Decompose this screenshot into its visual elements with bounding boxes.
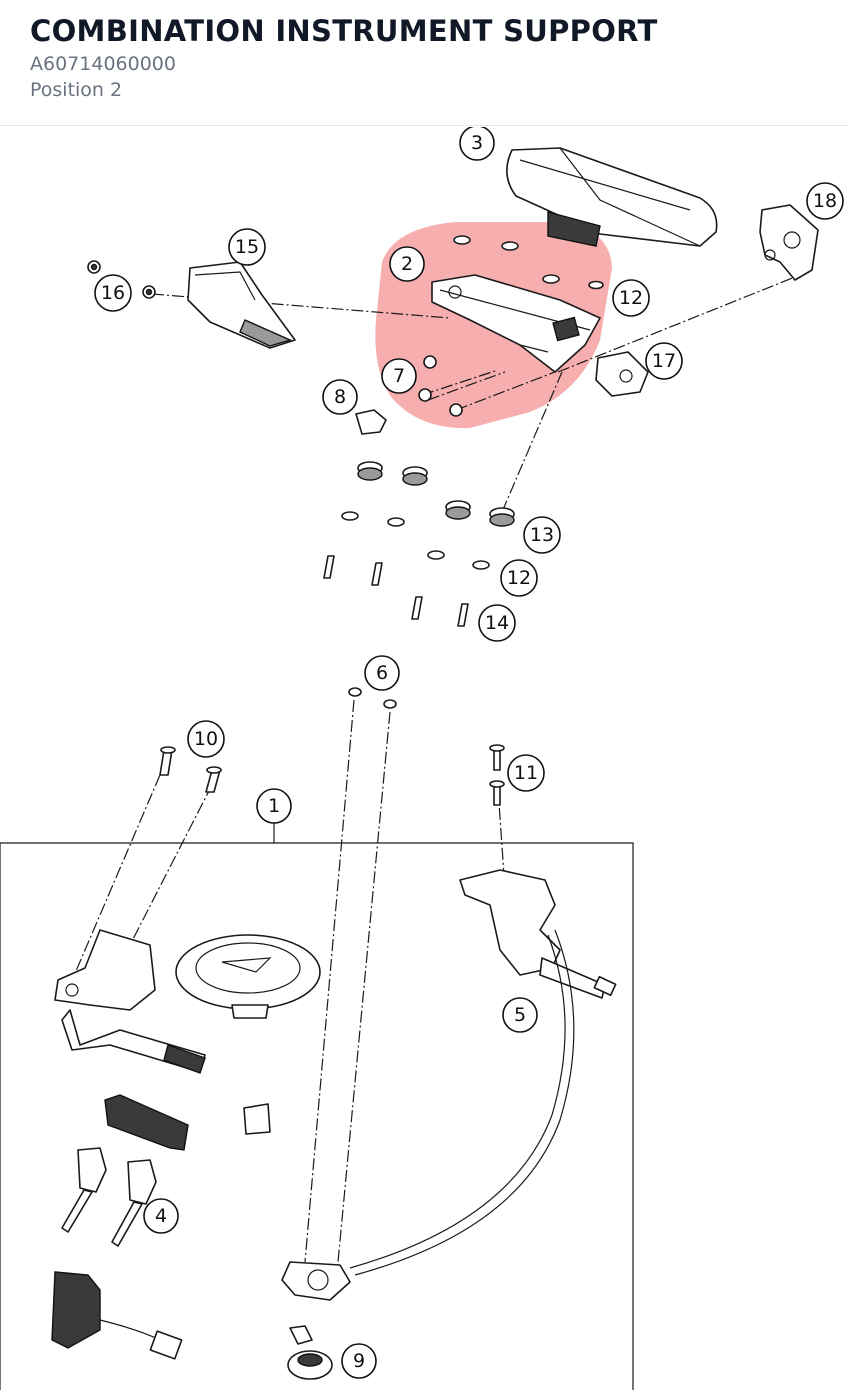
callout-6[interactable]: 6	[364, 655, 400, 691]
svg-text:14: 14	[485, 612, 509, 634]
connector-17-part[interactable]	[595, 351, 649, 397]
instrument-cluster-part[interactable]	[506, 147, 718, 247]
callout-16[interactable]: 16	[94, 274, 132, 312]
leader-lines	[69, 274, 801, 1263]
key-4-part[interactable]	[61, 1147, 157, 1247]
svg-text:13: 13	[530, 524, 554, 546]
position-label: Position 2	[30, 79, 123, 101]
callout-8[interactable]: 8	[322, 379, 358, 415]
callout-7[interactable]: 7	[381, 358, 417, 394]
callout-17[interactable]: 17	[645, 342, 683, 380]
svg-text:6: 6	[376, 662, 388, 684]
callout-11[interactable]: 11	[507, 754, 545, 792]
callout-4[interactable]: 4	[143, 1198, 179, 1234]
callout-14[interactable]: 14	[478, 604, 516, 642]
callout-13[interactable]: 13	[523, 516, 561, 554]
lock-9-part[interactable]	[287, 1325, 333, 1380]
svg-text:5: 5	[514, 1004, 526, 1026]
grommet-13-part[interactable]	[357, 461, 515, 527]
callout-15[interactable]: 15	[228, 228, 266, 266]
svg-text:15: 15	[235, 236, 259, 258]
exploded-parts-diagram: 1 2 3 4 5 6 7 8 9 10 11 12 12 13 14 15 1…	[0, 127, 844, 1390]
svg-text:10: 10	[194, 728, 218, 750]
callout-12b[interactable]: 12	[500, 559, 538, 597]
bolt-10-part[interactable]	[159, 746, 222, 793]
transponder-module-part[interactable]	[51, 1271, 183, 1360]
svg-text:16: 16	[101, 282, 125, 304]
pin-14-part[interactable]	[323, 555, 469, 627]
right-bracket-part[interactable]	[759, 204, 819, 281]
cover-part[interactable]	[187, 261, 296, 349]
svg-text:3: 3	[471, 132, 483, 154]
lock-set-frame	[0, 842, 634, 1390]
support-bracket-part[interactable]	[431, 235, 604, 373]
ignition-lock-part[interactable]	[54, 929, 206, 1074]
callout-10[interactable]: 10	[187, 720, 225, 758]
key-blank-part[interactable]	[104, 1094, 271, 1151]
page-header: COMBINATION INSTRUMENT SUPPORT A60714060…	[0, 0, 848, 126]
callout-12a[interactable]: 12	[612, 279, 650, 317]
svg-text:12: 12	[507, 567, 531, 589]
screw-11-part[interactable]	[489, 744, 505, 806]
callout-9[interactable]: 9	[341, 1343, 377, 1379]
clip-8-part[interactable]	[355, 409, 387, 435]
bolt-7-part[interactable]	[418, 355, 463, 417]
lock-cylinder-part[interactable]	[281, 1261, 351, 1301]
svg-text:4: 4	[155, 1205, 167, 1227]
callout-2[interactable]: 2	[389, 246, 425, 282]
svg-text:9: 9	[353, 1350, 365, 1372]
svg-text:18: 18	[813, 190, 837, 212]
screw-6-part[interactable]	[348, 687, 397, 709]
svg-text:2: 2	[401, 253, 413, 275]
fuel-cap-part[interactable]	[175, 934, 321, 1019]
callout-5[interactable]: 5	[502, 997, 538, 1033]
part-number: A60714060000	[30, 53, 176, 75]
spacer-12-part[interactable]	[341, 511, 490, 570]
seat-lock-part[interactable]	[349, 869, 617, 1276]
callout-3[interactable]: 3	[459, 127, 495, 161]
svg-text:17: 17	[652, 350, 676, 372]
svg-text:11: 11	[514, 762, 538, 784]
callout-18[interactable]: 18	[806, 182, 844, 220]
svg-text:8: 8	[334, 386, 346, 408]
screw-16-part[interactable]	[87, 260, 156, 299]
svg-text:12: 12	[619, 287, 643, 309]
svg-text:1: 1	[268, 795, 280, 817]
callout-1[interactable]: 1	[256, 788, 292, 824]
svg-text:7: 7	[393, 365, 405, 387]
page-title: COMBINATION INSTRUMENT SUPPORT	[30, 14, 658, 48]
